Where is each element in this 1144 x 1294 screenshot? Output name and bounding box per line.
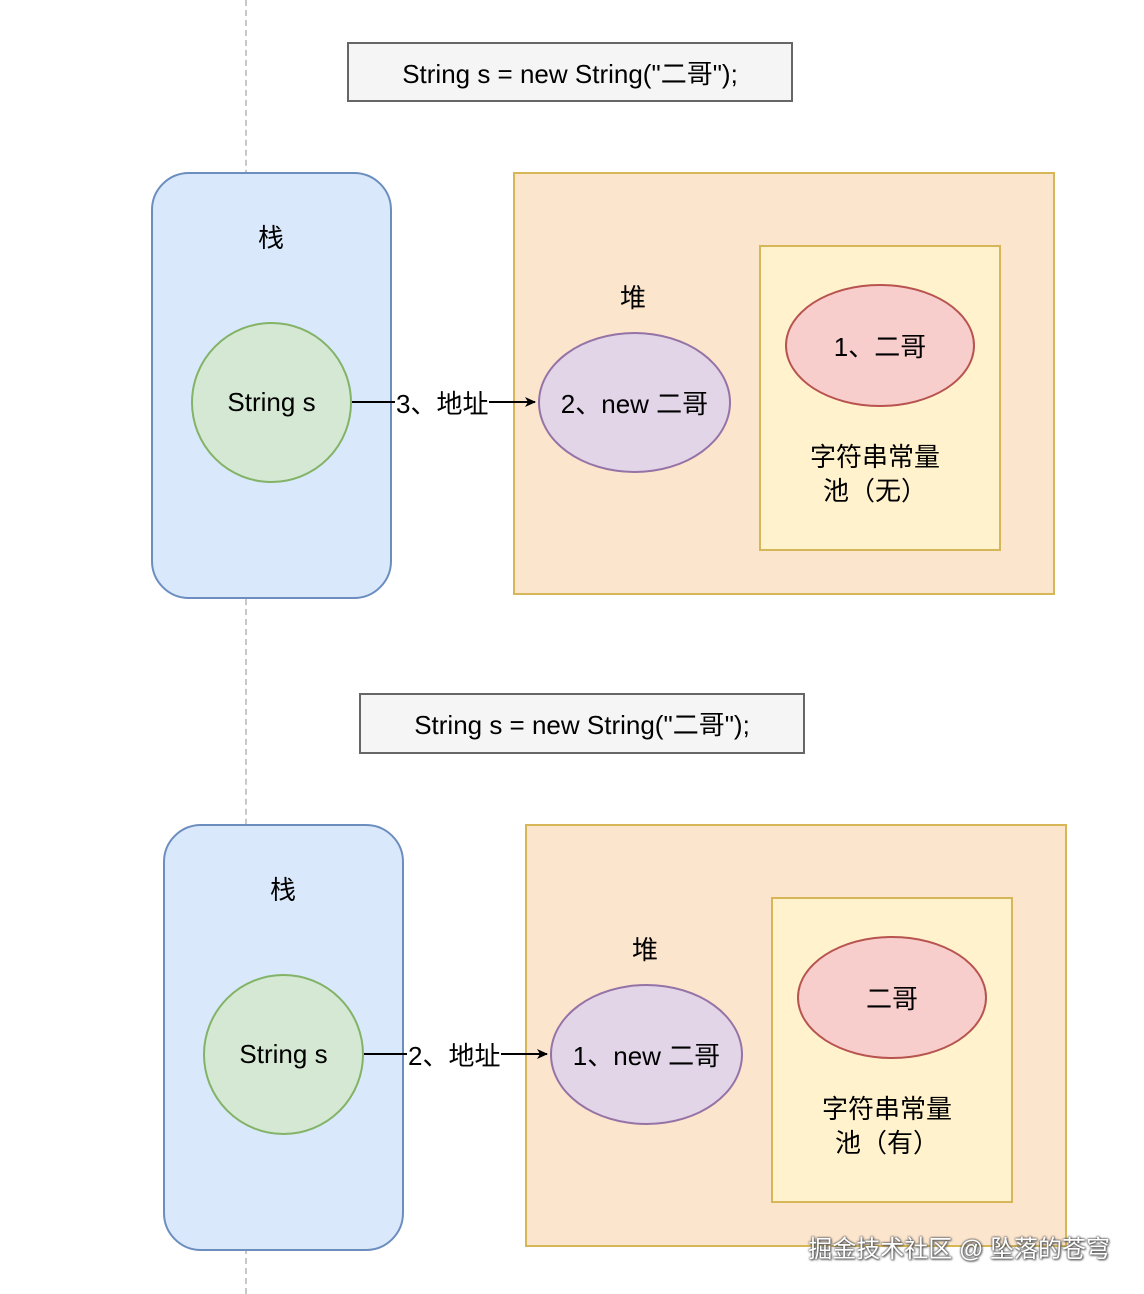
arrow-label: 2、地址 bbox=[407, 1040, 502, 1072]
pool-label-line2: 池（有） bbox=[835, 1128, 940, 1158]
pool-literal-node: 二哥 bbox=[797, 936, 987, 1059]
heap-object-node: 2、new 二哥 bbox=[538, 332, 731, 473]
pool-label-line1: 字符串常量 bbox=[810, 442, 941, 472]
arrow-label: 3、地址 bbox=[395, 388, 490, 420]
pool-label-line2: 池（无） bbox=[823, 476, 928, 506]
heap-label: 堆 bbox=[631, 935, 658, 965]
code-statement-2: String s = new String("二哥"); bbox=[359, 693, 805, 754]
code-statement-1: String s = new String("二哥"); bbox=[347, 42, 793, 102]
stack-label: 栈 bbox=[269, 875, 296, 905]
pool-label-line1: 字符串常量 bbox=[822, 1094, 953, 1124]
stack-variable-node: String s bbox=[191, 322, 352, 483]
code-text: String s = new String("二哥"); bbox=[402, 58, 738, 89]
watermark: 掘金技术社区 @ 坠落的苍穹 bbox=[808, 1236, 1110, 1263]
heap-object-node: 1、new 二哥 bbox=[550, 984, 743, 1125]
stack-variable-node: String s bbox=[203, 974, 364, 1135]
heap-label: 堆 bbox=[619, 283, 646, 313]
pool-literal-node: 1、二哥 bbox=[785, 284, 975, 407]
code-text: String s = new String("二哥"); bbox=[414, 710, 750, 740]
stack-label: 栈 bbox=[257, 223, 284, 253]
heap-object-label: 2、new 二哥 bbox=[560, 389, 709, 419]
pool-literal-label: 1、二哥 bbox=[833, 332, 927, 362]
dashed-divider bbox=[245, 0, 247, 1294]
pool-literal-label: 二哥 bbox=[865, 984, 918, 1014]
stack-variable-label: String s bbox=[239, 1039, 328, 1069]
heap-object-label: 1、new 二哥 bbox=[572, 1041, 721, 1071]
stack-variable-label: String s bbox=[227, 387, 316, 417]
